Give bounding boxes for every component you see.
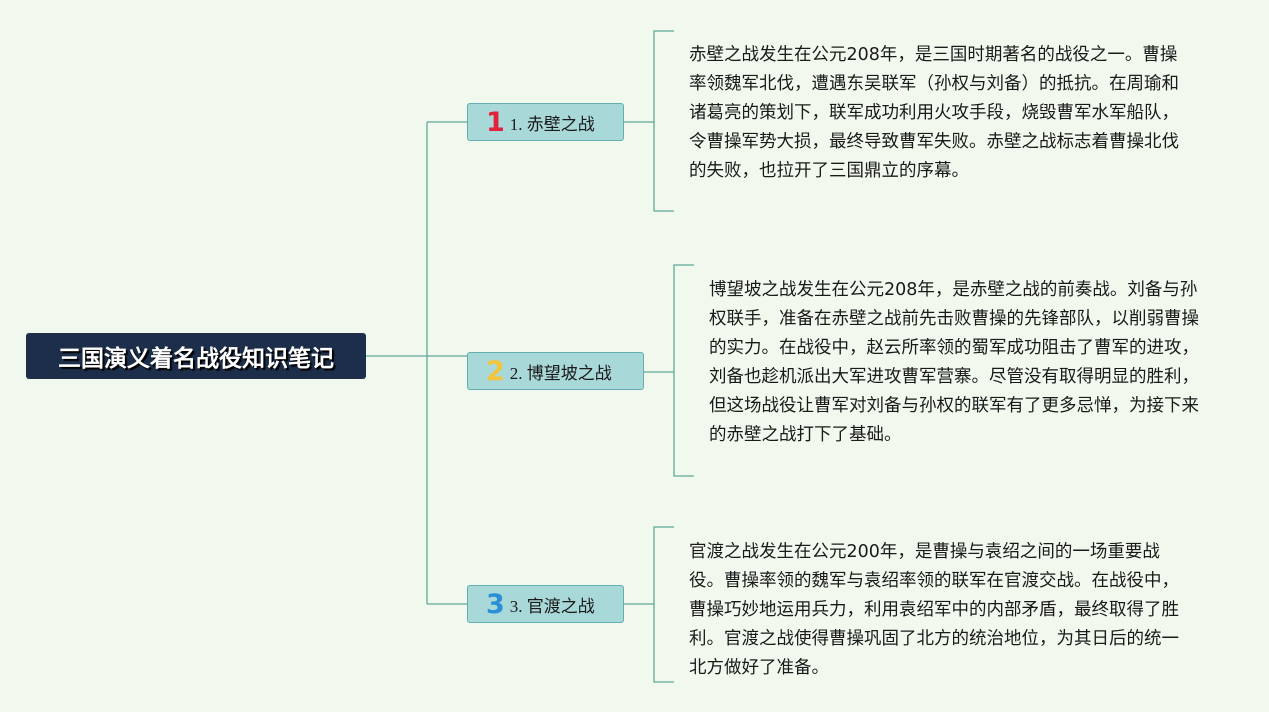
root-node[interactable]: 三国演义着名战役知识笔记 [26,333,366,379]
leaf-detail-guandu: 官渡之战发生在公元200年，是曹操与袁绍之间的一场重要战役。曹操率领的魏军与袁绍… [689,542,1179,678]
number-three-icon: 3 [486,588,505,620]
leaf-detail-bowangpo: 博望坡之战发生在公元208年，是赤壁之战的前奏战。刘备与孙权联手，准备在赤壁之战… [709,280,1199,445]
branch-node-guandu[interactable]: 3 3. 官渡之战 [467,585,624,623]
branch-label: 2. 博望坡之战 [509,363,612,383]
branch-node-chibi[interactable]: 1 1. 赤壁之战 [467,103,624,141]
bracket-leaf-1 [653,30,674,212]
bracket-leaf-3 [653,526,674,683]
branch-label: 3. 官渡之战 [509,596,595,616]
branch-node-bowangpo[interactable]: 2 2. 博望坡之战 [467,352,644,390]
branch-label: 1. 赤壁之战 [509,114,595,134]
number-two-icon: 2 [486,355,505,387]
root-title: 三国演义着名战役知识笔记 [58,346,334,372]
bracket-leaf-2 [673,264,694,477]
number-one-icon: 1 [486,106,505,138]
leaf-detail-chibi: 赤壁之战发生在公元208年，是三国时期著名的战役之一。曹操率领魏军北伐，遭遇东吴… [689,45,1179,181]
